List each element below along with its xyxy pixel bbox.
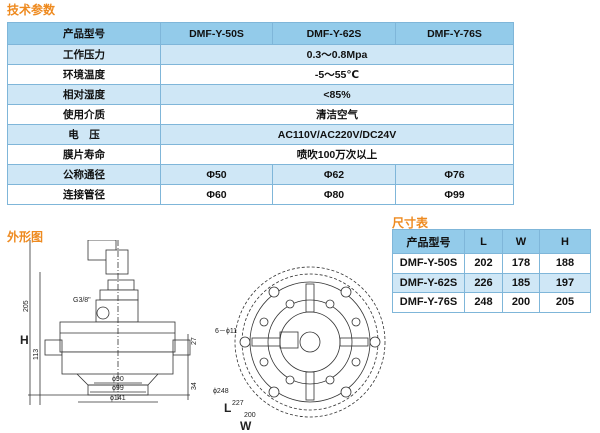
dim-99: ϕ99: [112, 385, 124, 392]
cell: DMF-Y-62S: [392, 272, 465, 293]
row-value: 清洁空气: [160, 104, 514, 125]
outline-title: 外形图: [7, 230, 44, 244]
row-value: Φ76: [395, 164, 514, 185]
dim-141: ϕ141: [110, 395, 126, 402]
cell: 202: [464, 253, 503, 274]
header-cell: 产品型号: [7, 22, 161, 45]
top-view-drawing: 6－ϕ11 ϕ248 227 200 L W: [213, 266, 386, 433]
cell: 248: [464, 292, 503, 313]
dim-27: 27: [191, 337, 198, 345]
side-view-drawing: G3/8" 205 113 27 34 ϕ90 ϕ99 ϕ141 H: [20, 240, 198, 405]
dim-title: 尺寸表: [392, 216, 429, 230]
row-label: 连接管径: [7, 184, 161, 205]
row-value: 0.3～0.8Mpa: [160, 44, 514, 65]
dim-113: 113: [33, 349, 40, 360]
table-row: 环境温度-5～55℃: [7, 64, 514, 85]
cell: 205: [539, 292, 591, 313]
row-label: 使用介质: [7, 104, 161, 125]
row-value: Φ60: [160, 184, 273, 205]
cell: 188: [539, 253, 591, 274]
row-label: 环境温度: [7, 64, 161, 85]
dim-90: ϕ90: [112, 376, 124, 383]
cell: 200: [502, 292, 540, 313]
row-value: Φ62: [272, 164, 396, 185]
label-L: L: [224, 401, 231, 415]
dim-227: 227: [232, 400, 244, 407]
row-label: 膜片寿命: [7, 144, 161, 165]
port-label: G3/8": [73, 297, 91, 304]
header-cell: DMF-Y-76S: [395, 22, 514, 45]
header-cell: DMF-Y-50S: [160, 22, 273, 45]
row-value: Φ99: [395, 184, 514, 205]
dim-248: ϕ248: [213, 388, 229, 395]
row-label: 工作压力: [7, 44, 161, 65]
row-value: -5～55℃: [160, 64, 514, 85]
dim-205: 205: [23, 300, 30, 312]
cell: 185: [502, 272, 540, 293]
table-row: 相对湿度<85%: [7, 84, 514, 105]
row-label: 相对湿度: [7, 84, 161, 105]
label-W: W: [240, 419, 252, 433]
table-row: 使用介质清洁空气: [7, 104, 514, 125]
cell: DMF-Y-50S: [392, 253, 465, 274]
cell: 178: [502, 253, 540, 274]
header-cell: W: [502, 229, 540, 254]
header-cell: 产品型号: [392, 229, 465, 254]
header-cell: L: [464, 229, 503, 254]
row-value: Φ80: [272, 184, 396, 205]
row-value: <85%: [160, 84, 514, 105]
row-label: 公称通径: [7, 164, 161, 185]
header-cell: H: [539, 229, 591, 254]
holes-label: 6－ϕ11: [215, 328, 237, 335]
cell: 197: [539, 272, 591, 293]
row-value: AC110V/AC220V/DC24V: [160, 124, 514, 145]
spec-title: 技术参数: [7, 3, 56, 17]
row-value: Φ50: [160, 164, 273, 185]
label-H: H: [20, 333, 29, 347]
row-value: 喷吹100万次以上: [160, 144, 514, 165]
dim-34: 34: [191, 382, 198, 390]
cell: 226: [464, 272, 503, 293]
cell: DMF-Y-76S: [392, 292, 465, 313]
dim-200: 200: [244, 412, 256, 419]
table-row: 膜片寿命喷吹100万次以上: [7, 144, 514, 165]
header-cell: DMF-Y-62S: [272, 22, 396, 45]
row-label: 电 压: [7, 124, 161, 145]
